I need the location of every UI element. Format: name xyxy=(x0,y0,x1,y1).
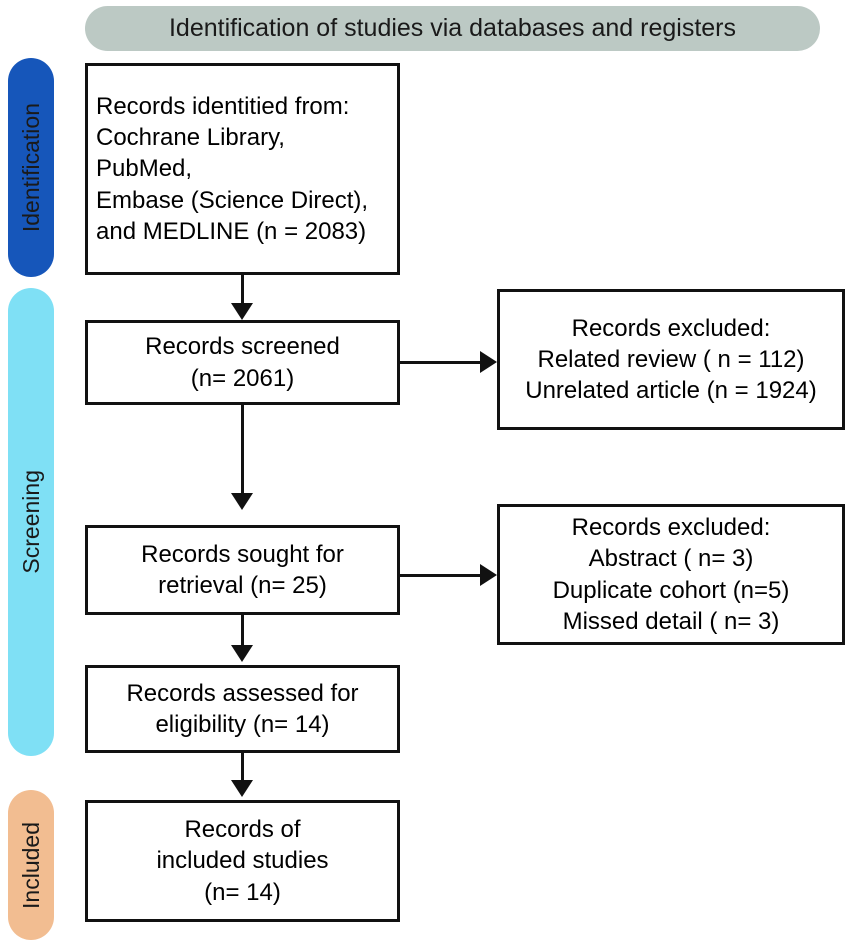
box-line: Records screened xyxy=(145,333,340,361)
arrow-down-icon xyxy=(231,493,253,510)
box-line: Records identitied from: xyxy=(96,93,350,121)
box-records-screened: Records screened (n= 2061) xyxy=(85,320,400,405)
arrow-down-icon xyxy=(231,645,253,662)
stage-label-identification: Identification xyxy=(8,58,54,277)
arrow-down-icon xyxy=(231,303,253,320)
stage-label-included-text: Included xyxy=(17,821,44,909)
stage-label-screening: Screening xyxy=(8,288,54,756)
box-line: Records excluded: xyxy=(571,514,771,542)
box-line: Records of xyxy=(184,816,301,844)
diagram-title: Identification of studies via databases … xyxy=(168,14,736,42)
arrow-right-icon xyxy=(480,564,497,586)
box-line: (n= 14) xyxy=(204,878,281,906)
box-records-included-studies: Records of included studies (n= 14) xyxy=(85,800,400,922)
box-records-excluded-retrieval: Records excluded: Abstract ( n= 3) Dupli… xyxy=(497,504,845,645)
stage-label-included: Included xyxy=(8,790,54,940)
connector-sought-to-excluded-line xyxy=(400,574,482,577)
box-records-identified: Records identitied from: Cochrane Librar… xyxy=(85,63,400,275)
box-line: PubMed, xyxy=(96,155,193,183)
box-records-sought-for-retrieval: Records sought for retrieval (n= 25) xyxy=(85,525,400,615)
box-line: Abstract ( n= 3) xyxy=(588,545,754,573)
box-records-excluded-screening: Records excluded: Related review ( n = 1… xyxy=(497,289,845,430)
box-line: and MEDLINE (n = 2083) xyxy=(96,217,367,245)
arrow-right-icon xyxy=(480,351,497,373)
box-line: Duplicate cohort (n=5) xyxy=(552,576,790,604)
connector-identified-to-screened-line xyxy=(241,275,244,306)
box-line: Records assessed for xyxy=(126,679,359,707)
box-line: Related review ( n = 112) xyxy=(537,345,805,373)
connector-sought-to-assessed-line xyxy=(241,615,244,648)
box-line: included studies xyxy=(156,847,329,875)
box-line: retrieval (n= 25) xyxy=(158,572,327,599)
diagram-header-banner: Identification of studies via databases … xyxy=(85,6,820,51)
connector-screened-to-sought-line xyxy=(241,405,244,496)
box-records-assessed-eligibility: Records assessed for eligibility (n= 14) xyxy=(85,665,400,753)
box-line: Missed detail ( n= 3) xyxy=(562,607,780,635)
stage-label-screening-text: Screening xyxy=(17,470,44,574)
connector-assessed-to-included-line xyxy=(241,753,244,783)
connector-screened-to-excluded-line xyxy=(400,361,482,364)
arrow-down-icon xyxy=(231,780,253,797)
box-line: (n= 2061) xyxy=(190,364,295,392)
box-line: Cochrane Library, xyxy=(96,124,285,152)
box-line: Records excluded: xyxy=(571,314,771,342)
box-line: eligibility (n= 14) xyxy=(155,711,330,738)
box-line: Unrelated article (n = 1924) xyxy=(525,377,817,405)
box-line: Records sought for xyxy=(141,540,344,568)
stage-label-identification-text: Identification xyxy=(17,102,44,233)
box-line: Embase (Science Direct), xyxy=(96,186,369,214)
